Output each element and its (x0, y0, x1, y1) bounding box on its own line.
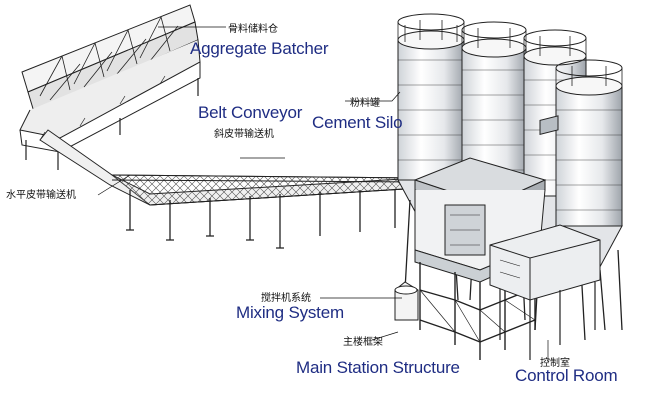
aggregate-batcher-zh-label: 骨料储料仓 (228, 24, 278, 35)
belt-conveyor-en-label: Belt Conveyor (198, 103, 303, 122)
mixing-system-zh-label: 搅拌机系统 (261, 293, 311, 304)
main-station-zh-label: 主楼框架 (343, 337, 383, 348)
cement-silo-zh-label: 粉料罐 (350, 98, 380, 109)
belt-conveyor-art (39, 129, 421, 249)
aggregate-batcher-en-label: Aggregate Batcher (190, 39, 329, 58)
mixing-system-en-label: Mixing System (236, 303, 344, 322)
horizontal-belt-zh-label: 水平皮带输送机 (6, 190, 76, 201)
cement-silo-en-label: Cement Silo (312, 113, 403, 132)
control-room-zh-label: 控制室 (540, 358, 570, 369)
main-station-en-label: Main Station Structure (296, 358, 460, 377)
main-station-art (394, 115, 601, 360)
aggregate-batcher-art (19, 4, 201, 170)
leader-lines (97, 26, 549, 362)
control-room-en-label: Control Room (515, 366, 618, 385)
belt-conveyor-zh-label: 斜皮带输送机 (214, 129, 274, 140)
